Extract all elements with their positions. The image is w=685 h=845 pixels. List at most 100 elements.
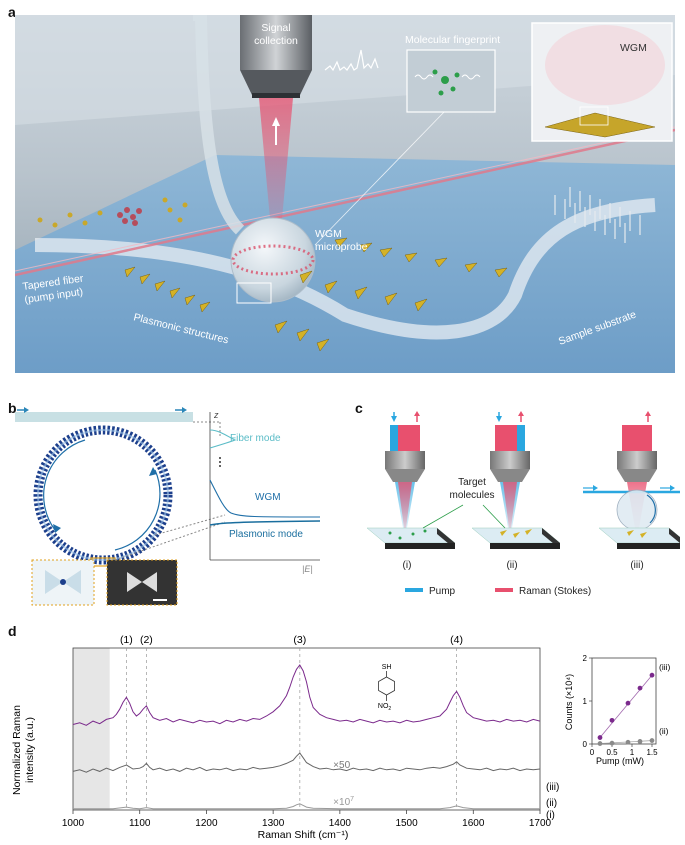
legend-raman: Raman (Stokes) (519, 586, 591, 597)
x-tick-label: 1000 (62, 818, 85, 829)
config-iii (583, 411, 680, 549)
inset-point (649, 672, 655, 678)
scale-label-ii: ×50 (333, 760, 350, 771)
molecule-cluster (117, 207, 142, 226)
molecular-fingerprint-inset (314, 22, 673, 246)
x-tick-label: 1500 (395, 818, 418, 829)
x-tick-label: 1600 (462, 818, 485, 829)
x-tick-label: 1300 (262, 818, 285, 829)
fiber-waveguide (15, 412, 193, 422)
series-line-ii (72, 752, 541, 773)
label-wgm-microprobe-1: WGM (315, 228, 342, 240)
nanoparticles (37, 197, 188, 228)
x-axis-label: Raman Shift (cm⁻¹) (258, 829, 349, 841)
panel-b-figure: z |E| Fiber mode WGM Plasmonic mode (15, 407, 321, 606)
inset-point (597, 735, 603, 740)
y-axis-label-2: intensity (a.u.) (24, 717, 36, 783)
label-target-2: molecules (449, 490, 494, 501)
label-wgm-inset: WGM (620, 42, 647, 54)
wgm-profile (209, 479, 321, 518)
plasmonic-bowties (124, 237, 508, 352)
raman-spectra-chart: (1) (2) (3) (4) 1000 1100 1200 1300 1400 1500 1600… (11, 634, 559, 841)
series-line-i (73, 803, 540, 810)
inset-point (597, 741, 603, 746)
scale-label-i: ×107 (333, 796, 354, 808)
label-fiber-mode: Fiber mode (230, 433, 281, 444)
label-target-1: Target (458, 477, 486, 488)
signal-beam (259, 98, 293, 230)
molecule-structure: SH NO2 (378, 664, 395, 712)
pump-counts-inset-chart: 0 0.5 1 1.5 0 1 2 (iii) (ii) Counts (×10⁴) Pump … (564, 654, 670, 766)
nanopillar-array (554, 187, 641, 243)
scale-label-i-exp: 7 (350, 796, 354, 803)
spectrum-glyph (324, 49, 379, 72)
inset-trace-label: (iii) (659, 662, 670, 672)
trace-label: (ii) (546, 798, 557, 809)
label-config-i: (i) (403, 560, 412, 571)
fiber-holder (193, 15, 245, 235)
x-tick-label: 1200 (195, 818, 218, 829)
axis-z: z (213, 410, 219, 420)
sem-inset (106, 559, 178, 606)
inset-x-label: Pump (mW) (596, 756, 644, 766)
panel-c-figure: Target molecules (i) (ii) (iii) Pump Ram… (366, 411, 680, 597)
inset-x-tick-label: 0 (590, 748, 595, 757)
plot-frame (72, 647, 541, 811)
label-molecular-fingerprint: Molecular fingerprint (405, 34, 500, 46)
inset-point (609, 717, 615, 723)
label-signal-2: collection (254, 35, 298, 47)
x-tick-label: 1700 (529, 818, 552, 829)
peak-label: (3) (293, 634, 306, 646)
inset-trace-label: (ii) (659, 726, 669, 736)
inset-fit-line (599, 674, 653, 738)
panel-a-letter: a (8, 4, 16, 20)
x-tick-label: 1400 (329, 818, 352, 829)
plasmonic-profile (209, 520, 321, 526)
label-wgm-microprobe-2: microprobe (315, 241, 368, 253)
inset-x-tick-label: 1 (630, 748, 635, 757)
inset-point (625, 700, 631, 706)
nitro-sub: 2 (388, 706, 391, 712)
peak-label: (1) (120, 634, 133, 646)
inset-x-tick-label: 1.5 (646, 748, 658, 757)
trace-label: (iii) (546, 782, 559, 793)
inset-point (649, 738, 655, 743)
inset-y-label: Counts (×10⁴) (564, 674, 574, 730)
nitro-label: NO2 (378, 703, 392, 712)
inset-y-tick-label: 1 (583, 697, 588, 706)
config-i (366, 411, 456, 549)
peak-label: (2) (140, 634, 153, 646)
inset-frame (591, 657, 657, 745)
sample-substrate-surface (15, 155, 675, 373)
label-plasmonic-mode: Plasmonic mode (229, 529, 303, 540)
panel-d-letter: d (8, 623, 17, 639)
series-line-iii (72, 664, 541, 726)
config-ii (471, 411, 561, 549)
wgm-microsphere (230, 217, 316, 303)
inset-y-tick-label: 0 (583, 740, 588, 749)
inset-point (637, 739, 643, 744)
thiol-label: SH (382, 664, 392, 671)
trace-label: (i) (546, 810, 555, 821)
flow-path (34, 198, 656, 340)
objective-lens (240, 15, 312, 98)
inset-point (609, 740, 615, 746)
inset-point (637, 685, 643, 691)
inset-y-tick-label: 2 (583, 654, 588, 663)
inset-x-tick-label: 0.5 (606, 748, 618, 757)
tapered-fiber (15, 128, 675, 277)
axis-E: |E| (302, 564, 313, 574)
shaded-region (73, 648, 110, 810)
label-wgm: WGM (255, 492, 281, 503)
label-signal-1: Signal (261, 22, 290, 34)
fiber-mode-profile (209, 429, 237, 449)
panel-b-letter: b (8, 400, 17, 416)
panel-a-illustration: Signal collection Molecular fingerprint … (15, 15, 675, 373)
panel-c-letter: c (355, 400, 363, 416)
inset-point (625, 739, 631, 745)
label-config-ii: (ii) (506, 560, 517, 571)
peak-label: (4) (450, 634, 463, 646)
benzene-ring (378, 676, 395, 696)
label-config-iii: (iii) (630, 560, 643, 571)
x-tick-label: 1100 (129, 818, 151, 829)
